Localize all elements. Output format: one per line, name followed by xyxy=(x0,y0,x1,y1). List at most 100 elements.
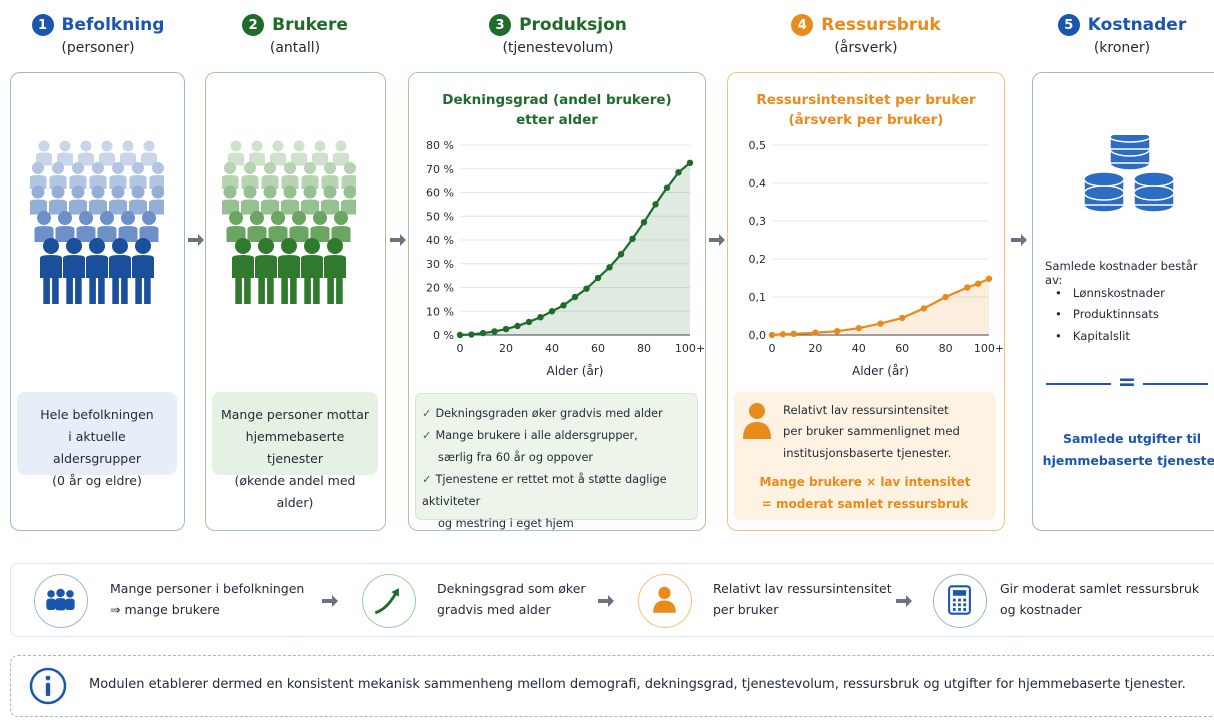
step-subtitle: (personer) xyxy=(61,40,135,56)
x-tick-label: 60 xyxy=(591,342,605,355)
cost-item: • Lønnskostnader xyxy=(1055,286,1165,300)
person-figure xyxy=(109,162,127,189)
series-area xyxy=(772,278,989,335)
series-area xyxy=(460,162,690,335)
cost-result: Samlede utgifter til hjemmebaserte tjene… xyxy=(1042,431,1214,468)
person-figure xyxy=(49,162,67,189)
y-tick-label: 10 % xyxy=(426,305,454,318)
data-point xyxy=(491,328,498,335)
y-tick-label: 0,2 xyxy=(749,253,767,266)
person-figure xyxy=(301,238,323,304)
step-header-2: 2 Brukere (antall) xyxy=(195,14,395,56)
step-number-badge: 4 xyxy=(791,14,814,36)
data-point xyxy=(479,329,487,337)
data-point xyxy=(899,314,906,322)
person-figure xyxy=(301,185,319,215)
person-figure xyxy=(228,140,244,166)
person-figure xyxy=(78,140,94,166)
arrow-right-icon xyxy=(709,234,725,246)
strip-text-4: Gir moderat samlet ressursbruk og kostna… xyxy=(1000,581,1200,618)
person-icon xyxy=(638,574,692,628)
data-point xyxy=(583,285,590,292)
data-point xyxy=(652,201,659,208)
person-figure xyxy=(255,238,277,304)
person-figure xyxy=(30,162,47,189)
y-tick-label: 0,0 xyxy=(749,329,767,342)
person-figure xyxy=(331,211,351,242)
person-figure xyxy=(99,140,115,166)
person-figure xyxy=(222,185,239,215)
data-point xyxy=(833,328,841,335)
person-figure xyxy=(222,162,239,189)
users-note: Mange personer mottar hjemmebaserte tjen… xyxy=(212,392,378,510)
person-figure xyxy=(278,238,300,304)
y-tick-label: 0,1 xyxy=(749,291,767,304)
data-point xyxy=(560,302,567,309)
step-title: Brukere xyxy=(272,15,348,35)
person-figure xyxy=(109,185,127,215)
equals-divider: = xyxy=(1046,370,1208,398)
person-figure xyxy=(141,140,157,166)
arrow-right-icon xyxy=(390,234,406,246)
x-tick-label: 0 xyxy=(457,342,464,355)
person-figure xyxy=(97,211,117,242)
person-figure xyxy=(149,162,164,189)
intensity-chart-title: Ressursintensitet per bruker (årsverk pe… xyxy=(756,92,976,129)
step-subtitle: (årsverk) xyxy=(834,40,898,56)
arrow-right-icon xyxy=(896,595,912,607)
y-tick-label: 30 % xyxy=(426,258,454,271)
data-point xyxy=(974,280,982,287)
x-tick-label: 20 xyxy=(499,342,513,355)
y-tick-label: 20 % xyxy=(426,282,454,295)
x-tick-label: 20 xyxy=(808,342,822,355)
data-point xyxy=(663,184,671,191)
data-point xyxy=(920,305,928,312)
y-tick-label: 50 % xyxy=(426,210,454,223)
strip-text-1: Mange personer i befolkningen ⇒ mange br… xyxy=(110,581,305,618)
person-figure xyxy=(30,185,47,215)
data-point xyxy=(594,274,602,282)
person-figure xyxy=(109,238,131,304)
x-tick-label: 0 xyxy=(769,342,776,355)
check-item: ✓Dekningsgraden øker gradvis med alder xyxy=(422,407,663,420)
arrow-right-icon xyxy=(598,595,614,607)
person-figure xyxy=(120,140,136,166)
strip-text-2: Dekningsgrad som øker gradvis med alder xyxy=(437,581,586,618)
person-icon xyxy=(743,403,771,439)
data-point xyxy=(629,235,636,243)
person-figure xyxy=(89,185,107,215)
trend-arrow-icon xyxy=(362,574,416,628)
data-point xyxy=(548,308,556,315)
cost-list: • Lønnskostnader • Produktinnsats • Kapi… xyxy=(1055,283,1165,347)
step-subtitle: (antall) xyxy=(269,40,321,56)
data-point xyxy=(537,313,544,321)
data-point xyxy=(964,284,971,291)
check-icon: ✓ xyxy=(422,407,432,420)
step-number-badge: 3 xyxy=(489,14,512,36)
person-figure xyxy=(270,140,286,166)
person-figure xyxy=(132,238,154,304)
data-point xyxy=(942,293,949,301)
person-figure xyxy=(324,238,346,304)
person-figure xyxy=(232,238,254,304)
data-point xyxy=(686,159,694,167)
person-figure xyxy=(268,211,288,242)
person-figure xyxy=(261,185,279,215)
person-figure xyxy=(291,140,307,166)
person-figure xyxy=(247,211,267,242)
person-figure xyxy=(312,140,328,166)
person-figure xyxy=(69,162,87,189)
data-point xyxy=(790,330,797,338)
person-figure xyxy=(341,185,356,215)
step-number-badge: 2 xyxy=(242,14,265,36)
data-point xyxy=(617,251,625,258)
data-point xyxy=(985,275,993,282)
person-figure xyxy=(129,162,147,189)
arrow-right-icon xyxy=(322,595,338,607)
person-figure xyxy=(55,211,75,242)
data-point xyxy=(468,331,475,338)
